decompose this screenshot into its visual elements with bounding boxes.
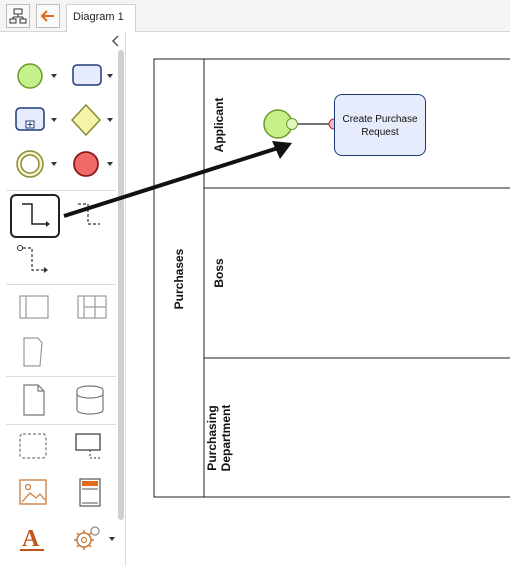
gear-icon: [74, 526, 100, 550]
intermediate-event-tool[interactable]: [12, 146, 52, 182]
task-label-line2: Request: [361, 127, 399, 138]
group-tool[interactable]: [14, 428, 54, 464]
message-flow-tool[interactable]: [70, 198, 110, 234]
tab-diagram-1[interactable]: Diagram 1: [66, 4, 136, 32]
association-tool[interactable]: [14, 242, 54, 278]
image-tool[interactable]: [14, 474, 54, 510]
pool-horizontal-icon: [19, 295, 49, 319]
settings-tool[interactable]: [70, 520, 110, 556]
message-flow-icon: [78, 203, 100, 225]
chevron-down-icon[interactable]: [50, 116, 58, 124]
subprocess-tool[interactable]: [12, 102, 52, 138]
subprocess-icon: [15, 107, 45, 131]
task-label-line1: Create Purchase: [342, 114, 418, 125]
document-icon: [23, 384, 45, 416]
chevron-down-icon[interactable]: [108, 535, 116, 543]
tab-title: Diagram 1: [73, 11, 124, 23]
text-tool[interactable]: A: [14, 520, 54, 556]
document-tool[interactable]: [14, 382, 54, 418]
data-object-icon: [23, 337, 43, 367]
palette-divider: [6, 424, 116, 425]
palette-divider: [6, 376, 116, 377]
start-event-tool[interactable]: [12, 58, 52, 94]
tab-bar: Diagram 1: [0, 0, 510, 32]
diagram-canvas[interactable]: Purchases Applicant Boss Purchasing Depa…: [128, 32, 510, 566]
task-icon: [72, 64, 102, 86]
start-event[interactable]: [260, 106, 300, 146]
task-tool[interactable]: [68, 58, 108, 94]
structure-button[interactable]: [6, 4, 30, 28]
sequence-flow-tool[interactable]: [10, 194, 60, 238]
task-create-purchase-request[interactable]: Create Purchase Request: [334, 94, 426, 156]
gateway-icon: [70, 103, 102, 137]
data-store-tool[interactable]: [72, 382, 112, 418]
page-icon: [79, 478, 101, 507]
chevron-left-icon[interactable]: [110, 34, 122, 48]
pool-graphic: [153, 58, 510, 498]
association-icon: [17, 245, 48, 273]
pool-horizontal-tool[interactable]: [14, 290, 54, 326]
pool-grid-icon: [77, 295, 107, 319]
chevron-down-icon[interactable]: [106, 160, 114, 168]
text-icon: A: [20, 526, 44, 552]
annotation-icon: [75, 433, 102, 459]
svg-text:A: A: [22, 526, 40, 552]
chevron-down-icon[interactable]: [50, 160, 58, 168]
group-icon: [19, 433, 47, 459]
back-arrow-icon: [40, 10, 54, 22]
end-event-icon: [73, 151, 99, 177]
palette-divider: [6, 190, 116, 191]
pool-grid-tool[interactable]: [72, 290, 112, 326]
palette-divider: [6, 284, 116, 285]
data-store-icon: [76, 385, 104, 415]
data-object-tool[interactable]: [14, 334, 54, 370]
annotation-tool[interactable]: [72, 428, 112, 464]
intermediate-event-icon: [16, 150, 44, 178]
chevron-down-icon[interactable]: [106, 72, 114, 80]
start-event-icon: [17, 63, 43, 89]
chevron-down-icon[interactable]: [50, 72, 58, 80]
palette-scrollbar[interactable]: [118, 50, 124, 520]
gateway-tool[interactable]: [68, 102, 108, 138]
end-event-tool[interactable]: [68, 146, 108, 182]
structure-icon: [9, 8, 27, 24]
chevron-down-icon[interactable]: [106, 116, 114, 124]
image-icon: [19, 479, 47, 505]
sequence-flow-icon: [22, 203, 50, 227]
back-button[interactable]: [36, 4, 60, 28]
page-tool[interactable]: [72, 474, 112, 510]
